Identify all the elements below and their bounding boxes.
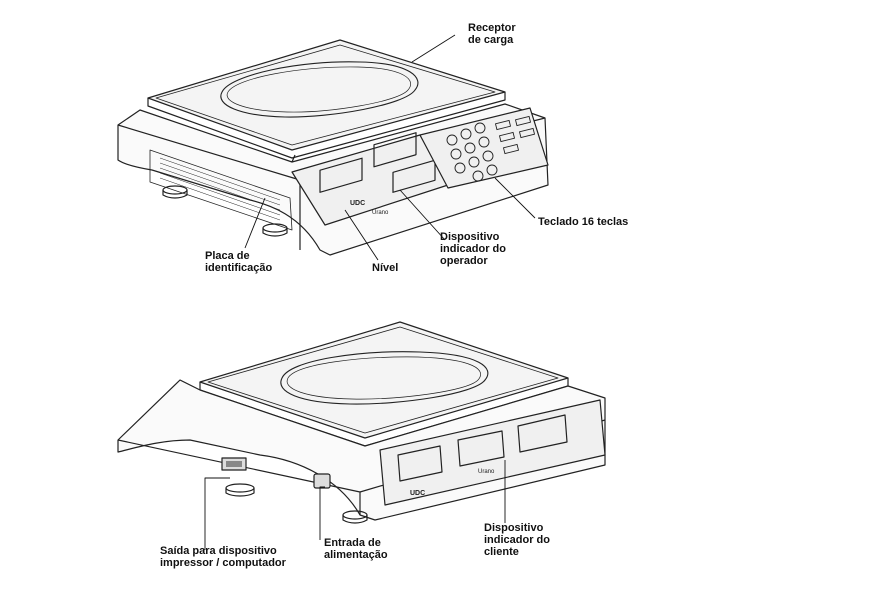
callout-teclado: Teclado 16 teclas — [538, 216, 629, 228]
leader-entrada — [319, 486, 325, 540]
customer-display-window-3 — [517, 414, 568, 453]
customer-brand-text: Urano — [478, 469, 495, 475]
leader-teclado — [494, 177, 536, 219]
customer-display-panel — [379, 399, 606, 506]
power-port — [313, 473, 331, 489]
leader-operador — [399, 189, 446, 241]
operator-display-window-1 — [319, 157, 363, 193]
customer-display-window-1 — [397, 445, 443, 482]
callout-nivel: Nível — [372, 262, 399, 274]
bottom-front-foot — [225, 483, 255, 493]
operator-display-window-2 — [373, 132, 417, 168]
keypad-keys — [446, 115, 535, 182]
operator-model-text: UDC — [350, 200, 365, 207]
customer-model-text: UDC — [410, 490, 425, 497]
leader-placa — [244, 197, 266, 249]
callout-receptor-de-carga: Receptor de carga — [468, 22, 516, 46]
callout-placa-identificacao: Placa de identificação — [205, 250, 273, 274]
callout-dispositivo-cliente: Dispositivo indicador do cliente — [484, 522, 550, 558]
leader-receptor — [411, 34, 456, 63]
top-rear-foot — [262, 223, 288, 233]
top-scale-illustration: UDC Urano — [117, 39, 549, 256]
bottom-scale-illustration: UDC Urano — [117, 321, 606, 524]
top-platform-recess — [220, 61, 419, 118]
callout-saida-impressor: Saída para dispositivo impressor / compu… — [160, 545, 286, 569]
callout-entrada-alimentacao: Entrada de alimentação — [324, 537, 388, 561]
top-front-foot — [162, 185, 188, 195]
leader-saida — [204, 477, 230, 550]
bottom-platform-recess — [280, 351, 489, 405]
callout-dispositivo-operador: Dispositivo indicador do operador — [440, 231, 506, 267]
leader-nivel — [344, 209, 379, 261]
customer-display-window-2 — [457, 430, 505, 467]
keypad-panel — [419, 107, 549, 189]
operator-brand-text: Urano — [372, 210, 389, 216]
